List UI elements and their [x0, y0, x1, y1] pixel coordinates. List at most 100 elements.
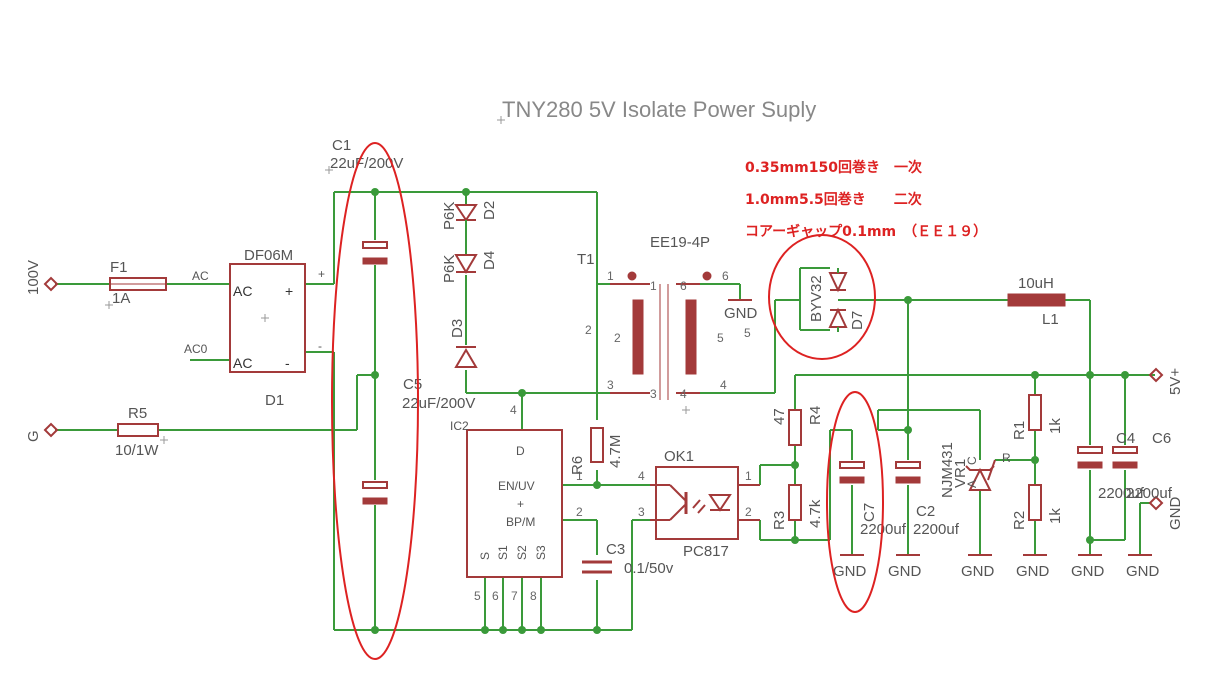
capacitor-c7[interactable]: C7 2200uf: [839, 461, 907, 538]
capacitor-c5[interactable]: C5 22uF/200V: [362, 376, 475, 505]
resistor-r1[interactable]: R1 1k: [1011, 394, 1064, 440]
junctions: [371, 188, 1129, 634]
schematic-title: TNY280 5V Isolate Power Suply: [502, 97, 816, 122]
shunt-regulator-vr1[interactable]: NJM431 VR1 A C R: [939, 442, 1011, 498]
ic2-pinnum-5: 5: [474, 589, 481, 603]
resistor-r4-name: R4: [807, 406, 824, 425]
diode-d7-part: BYV32: [808, 275, 825, 322]
regulator-pin-r: R: [1002, 451, 1011, 465]
bridge-ref: D1: [265, 392, 284, 409]
optocoupler-name: OK1: [664, 448, 694, 465]
ic2-pin-bpm: BP/M: [506, 515, 535, 529]
bridge-plus-mark: +: [318, 267, 325, 281]
fuse-f1-name: F1: [110, 259, 128, 276]
diode-d3[interactable]: D3: [449, 319, 478, 368]
t1-pin-2: 2: [585, 323, 592, 337]
capacitor-c5-value: 22uF/200V: [402, 395, 475, 412]
diode-d7-name: D7: [849, 311, 866, 330]
bridge-rectifier-d1[interactable]: DF06M AC AC + - AC AC0 + - D1: [184, 247, 325, 409]
capacitor-c7-value: 2200uf: [860, 521, 907, 538]
diode-d4-name: D4: [481, 251, 498, 270]
t1-pin-1: 1: [607, 269, 614, 283]
ic2-pinnum-1: 1: [576, 469, 583, 483]
connector-gnd-out-label: GND: [1167, 497, 1184, 531]
transformer-t1[interactable]: T1 EE19-4P 1 1 2 2 3 3 4 4 5 5 6 6 GND: [577, 234, 758, 401]
regulator-name: VR1: [952, 459, 969, 488]
gnd-r2: GND: [1016, 563, 1050, 580]
t1-pin-5: 5: [744, 326, 751, 340]
capacitor-c3-name: C3: [606, 541, 625, 558]
resistor-r2[interactable]: R2 1k: [1011, 484, 1064, 530]
resistor-r2-value: 1k: [1047, 508, 1064, 524]
ic2-tny280[interactable]: IC2 D EN/UV + BP/M S S1 S2 S3 4 1 2 5 6 …: [450, 403, 583, 603]
capacitor-c2[interactable]: C2 2200uf: [895, 461, 960, 538]
regulator-pin-a: A: [965, 480, 979, 488]
bridge-net-ac0: AC0: [184, 342, 208, 356]
connector-100v[interactable]: 100V: [25, 260, 59, 295]
resistor-r6[interactable]: R6 4.7M: [569, 427, 624, 475]
capacitor-c2-name: C2: [916, 503, 935, 520]
inductor-l1-name: L1: [1042, 311, 1059, 328]
ok1-pin-4: 4: [638, 469, 645, 483]
diode-d2[interactable]: P6K D2: [441, 201, 498, 255]
gnd-c2: GND: [888, 563, 922, 580]
ic2-plus: +: [517, 497, 524, 511]
capacitor-c6-value: 2200uf: [1126, 485, 1173, 502]
resistor-r4[interactable]: 47 R4: [771, 406, 824, 446]
capacitor-c4-name: C4: [1116, 430, 1135, 447]
ic2-pin-s1: S1: [496, 545, 510, 560]
optocoupler-ok1[interactable]: OK1 PC817 4 3 1 2: [638, 448, 760, 560]
t1-pin-5-inner: 5: [717, 331, 724, 345]
ic2-pinnum-7: 7: [511, 589, 518, 603]
capacitor-c3-value: 0.1/50v: [624, 560, 674, 577]
bridge-net-ac: AC: [192, 269, 209, 283]
t1-pin-6: 6: [722, 269, 729, 283]
diode-d2-value: P6K: [441, 202, 458, 230]
capacitor-c7-name: C7: [861, 503, 878, 522]
connector-gnd-out[interactable]: GND: [1148, 495, 1184, 531]
diode-d4[interactable]: P6K D4: [441, 251, 498, 283]
connector-5v[interactable]: 5V+: [1148, 367, 1184, 395]
capacitor-c1[interactable]: C1 22uF/200V: [330, 137, 403, 265]
capacitor-c6-name: C6: [1152, 430, 1171, 447]
t1-pin-3-inner: 3: [650, 387, 657, 401]
fuse-f1[interactable]: F1 1A: [109, 259, 167, 307]
resistor-r3-name: R3: [771, 511, 788, 530]
bridge-pin-plus: +: [285, 283, 293, 299]
capacitor-c3[interactable]: C3 0.1/50v: [582, 541, 674, 577]
regulator-part: NJM431: [939, 442, 956, 498]
gnd-vr1: GND: [961, 563, 995, 580]
inductor-l1[interactable]: 10uH L1: [1007, 275, 1066, 328]
ic2-pin-d: D: [516, 444, 525, 458]
capacitor-c1-name: C1: [332, 137, 351, 154]
resistor-r5-value: 10/1W: [115, 442, 159, 459]
ic2-name: IC2: [450, 419, 469, 433]
ok1-pin-3: 3: [638, 505, 645, 519]
ic2-pin-s3: S3: [534, 545, 548, 560]
resistor-r3[interactable]: R3 4.7k: [771, 484, 824, 530]
t1-pin-4-inner: 4: [680, 387, 687, 401]
connector-g[interactable]: G: [25, 422, 59, 442]
resistor-r6-value: 4.7M: [607, 435, 624, 468]
resistor-r1-value: 1k: [1047, 418, 1064, 434]
diode-d3-name: D3: [449, 319, 466, 338]
ic2-pin-s: S: [478, 552, 492, 560]
optocoupler-part: PC817: [683, 543, 729, 560]
ic2-pinnum-6: 6: [492, 589, 499, 603]
capacitor-c4[interactable]: C4 2200uf: [1077, 430, 1145, 502]
t1-pin-1-inner: 1: [650, 279, 657, 293]
capacitor-c6[interactable]: C6 2200uf: [1112, 430, 1173, 502]
connector-g-label: G: [25, 430, 42, 442]
highlight-ellipse-input-caps: [331, 142, 419, 660]
resistor-r4-value: 47: [771, 408, 788, 425]
diode-d7-byv32[interactable]: BYV32 D7: [808, 268, 866, 332]
t1-pin-4: 4: [720, 378, 727, 392]
resistor-r5[interactable]: R5 10/1W: [115, 405, 159, 459]
ok1-pin-1: 1: [745, 469, 752, 483]
gnd-c7: GND: [833, 563, 867, 580]
t1-pin-6-inner: 6: [680, 279, 687, 293]
transformer-t1-name: T1: [577, 251, 595, 268]
highlight-ellipse-d7: [768, 234, 876, 360]
capacitor-c4-value: 2200uf: [1098, 485, 1145, 502]
origin-markers: [105, 166, 690, 444]
